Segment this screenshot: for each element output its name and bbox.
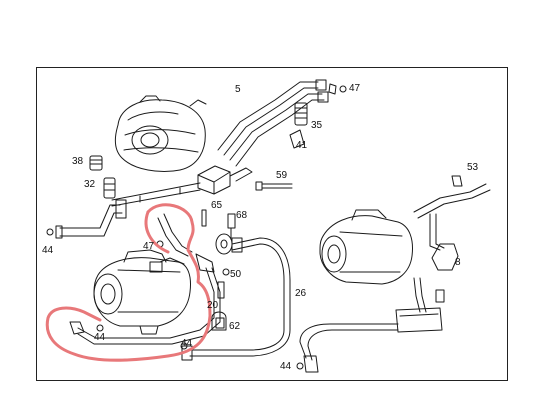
highlight-outline xyxy=(45,203,212,362)
part-number-38: 38 xyxy=(72,156,84,167)
fittings-35-41 xyxy=(289,83,347,149)
part-number-44: 44 xyxy=(42,245,54,256)
part-number-47-lower: 47 xyxy=(143,241,155,252)
main-compressor-drawing xyxy=(93,249,191,335)
part-number-44-left: 44 xyxy=(94,332,106,343)
hose-26 xyxy=(181,237,291,361)
part-number-41: 41 xyxy=(296,140,308,151)
part-number-50: 50 xyxy=(230,269,242,280)
part-number-20: 20 xyxy=(207,300,219,311)
lower-right-hose xyxy=(296,323,399,373)
fittings-38-32 xyxy=(89,155,116,199)
part-number-8: 8 xyxy=(455,257,461,268)
part-number-44-right: 44 xyxy=(280,361,292,372)
part-number-32: 32 xyxy=(84,179,96,190)
part-number-65: 65 xyxy=(211,200,223,211)
part-number-44-center: 44 xyxy=(181,338,193,349)
part-number-5: 5 xyxy=(235,84,241,95)
part-number-47: 47 xyxy=(349,83,361,94)
upper-pipe-assembly xyxy=(111,79,329,207)
right-pipe-assembly xyxy=(395,175,491,333)
left-pipe-44 xyxy=(46,199,127,239)
upper-compressor-drawing xyxy=(114,95,207,172)
part-number-53: 53 xyxy=(467,162,479,173)
part-number-26: 26 xyxy=(295,288,307,299)
part-number-62: 62 xyxy=(229,321,241,332)
part-number-68: 68 xyxy=(236,210,248,221)
part-number-35: 35 xyxy=(311,120,323,131)
clamp-62 xyxy=(211,311,227,331)
right-compressor-drawing xyxy=(319,209,413,285)
part-number-59: 59 xyxy=(276,170,288,181)
highlight-outline-2 xyxy=(144,210,170,254)
